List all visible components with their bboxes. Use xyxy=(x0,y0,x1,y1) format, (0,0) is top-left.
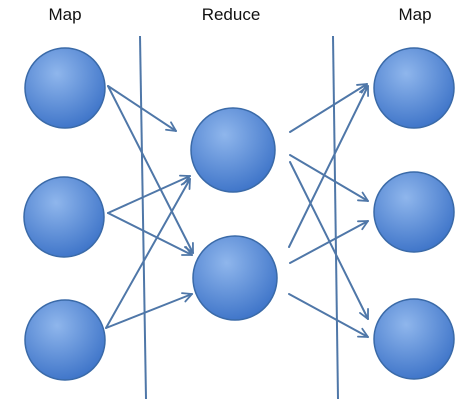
arrow-map-left-1-to-reduce-1 xyxy=(107,85,177,132)
arrow-map-left-3-to-reduce-1 xyxy=(105,178,191,329)
node-map-left-2 xyxy=(23,176,105,258)
node-map-right-1 xyxy=(373,47,455,129)
reduce-label: Reduce xyxy=(201,5,261,24)
divider-right xyxy=(332,35,339,400)
arrow-map-left-2-to-reduce-1 xyxy=(107,174,191,214)
map-left-label: Map xyxy=(48,5,82,24)
arrow-reduce-2-to-map-right-3 xyxy=(288,293,369,338)
node-reduce-2 xyxy=(192,235,278,321)
arrow-reduce-1-to-map-right-1 xyxy=(289,83,368,133)
edges-layer xyxy=(105,83,369,338)
arrow-reduce-1-to-map-right-3 xyxy=(289,161,369,320)
arrow-map-left-2-to-reduce-2 xyxy=(107,212,193,256)
arrow-map-left-1-to-reduce-2 xyxy=(107,85,194,254)
node-reduce-1 xyxy=(190,107,276,193)
arrow-reduce-1-to-map-right-2 xyxy=(289,154,369,202)
node-map-left-1 xyxy=(24,47,106,129)
divider-left xyxy=(139,35,147,400)
node-map-left-3 xyxy=(24,299,106,381)
nodes-layer xyxy=(23,47,455,381)
map-right-label: Map xyxy=(398,5,432,24)
node-map-right-3 xyxy=(373,298,455,380)
node-map-right-2 xyxy=(373,171,455,253)
arrow-map-left-3-to-reduce-2 xyxy=(105,292,193,329)
arrow-reduce-2-to-map-right-2 xyxy=(289,220,369,264)
arrow-reduce-2-to-map-right-1 xyxy=(288,85,369,248)
